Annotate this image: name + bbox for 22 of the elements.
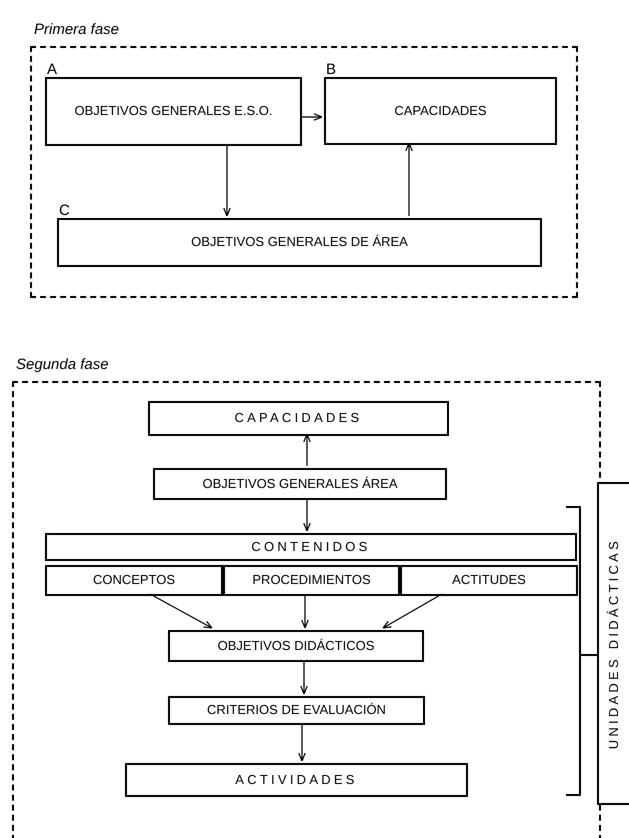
unit-box [597, 482, 629, 805]
process-box: CAPACIDADES [148, 401, 449, 436]
box-letter: C [59, 203, 70, 218]
arrow [298, 723, 306, 762]
process-box: CRITERIOS DE EVALUACIÓN [168, 696, 425, 725]
vertical-label: UNIDADES DIDÁCTICAS [605, 538, 622, 750]
phase-heading: Segunda fase [16, 355, 109, 375]
phase-heading: Primera fase [34, 20, 120, 40]
process-box: CONCEPTOS [45, 565, 223, 596]
process-box: CONTENIDOS [45, 533, 577, 561]
arrow [300, 660, 308, 695]
box-letter: A [47, 62, 58, 77]
arrow [303, 498, 311, 532]
process-box: ACTITUDES [400, 565, 578, 596]
arrow [223, 144, 231, 217]
arrow [300, 113, 323, 121]
process-box: OBJETIVOS DIDÁCTICOS [168, 630, 424, 662]
arrow [301, 594, 309, 629]
process-box: PROCEDIMIENTOS [223, 565, 400, 596]
box-letter: B [326, 62, 336, 77]
process-box: ACTIVIDADES [125, 763, 468, 797]
process-box: OBJETIVOS GENERALES ÁREA [153, 468, 447, 500]
